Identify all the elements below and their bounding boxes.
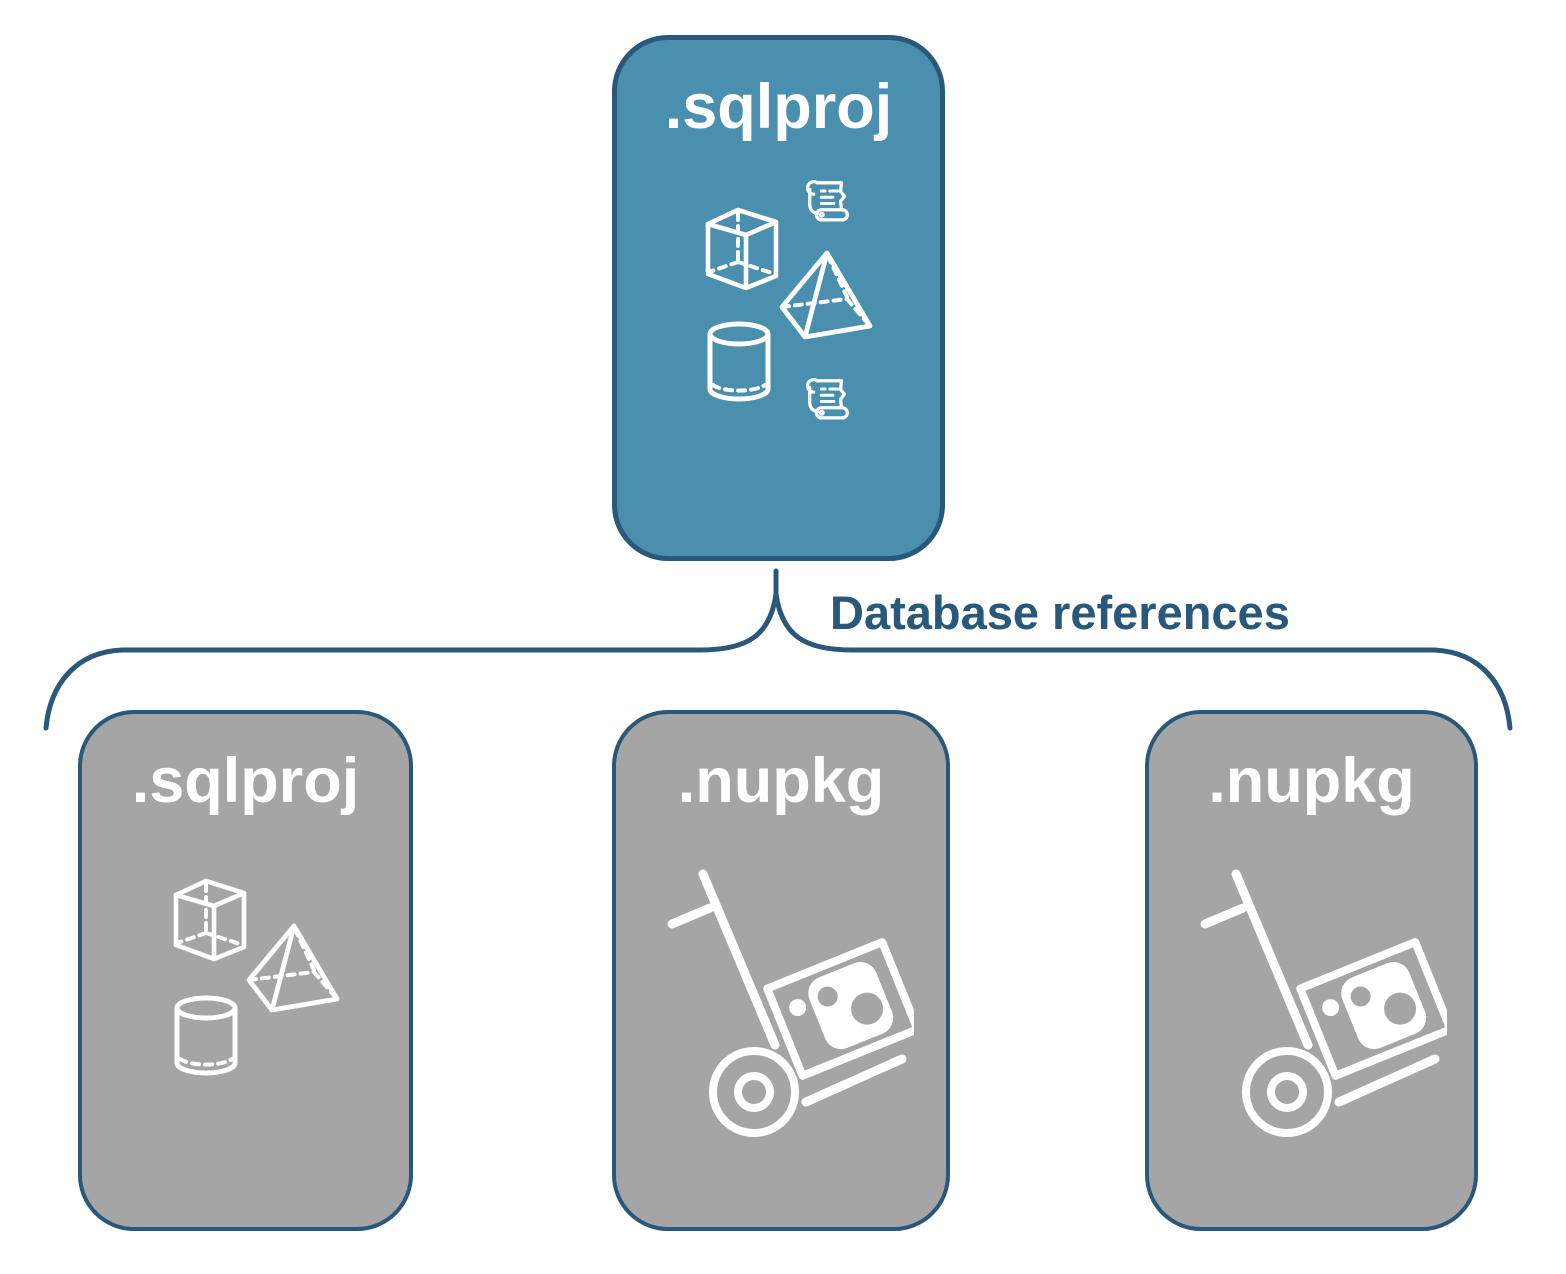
cube-icon xyxy=(168,875,252,965)
brace-curve xyxy=(43,568,1513,731)
child-node-label: .sqlproj xyxy=(131,746,360,816)
child-sqlproj-node: .sqlproj xyxy=(78,710,413,1231)
child-nupkg-node: .nupkg xyxy=(612,710,950,1231)
child-node-label: .nupkg xyxy=(1208,746,1415,816)
pyramid-icon xyxy=(242,922,342,1014)
nuget-package-dolly-icon xyxy=(1187,844,1447,1144)
root-node-label: .sqlproj xyxy=(664,72,893,142)
script-scroll-icon xyxy=(802,375,856,429)
pyramid-icon xyxy=(775,249,875,341)
script-scroll-icon xyxy=(802,178,856,230)
database-references-label: Database references xyxy=(830,586,1290,639)
root-sqlproj-node: .sqlproj xyxy=(612,35,945,561)
cube-icon xyxy=(700,204,784,294)
child-node-label: .nupkg xyxy=(677,746,885,816)
database-cylinder-icon xyxy=(172,995,240,1077)
nuget-package-dolly-icon xyxy=(654,844,914,1144)
child-nupkg-node: .nupkg xyxy=(1145,710,1478,1231)
database-cylinder-icon xyxy=(705,321,773,403)
